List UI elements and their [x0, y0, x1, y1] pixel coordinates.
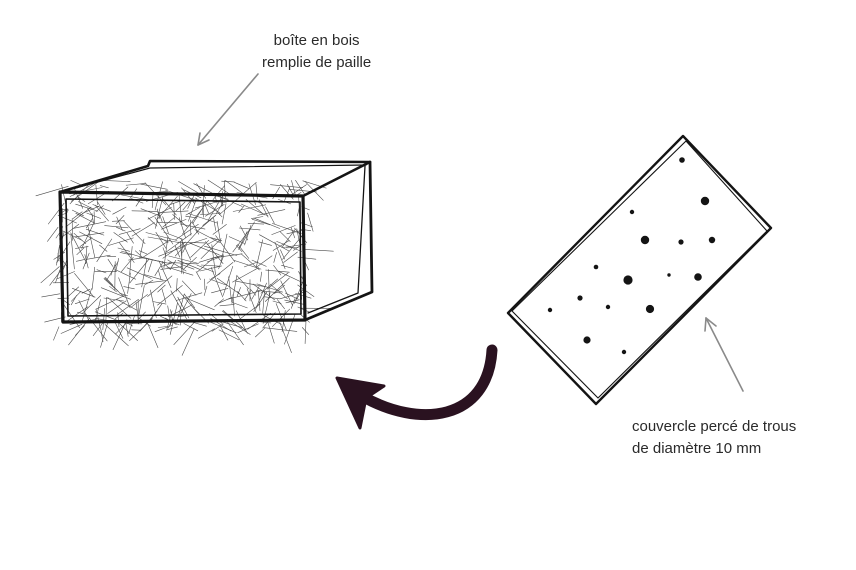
- box-side-face: [303, 160, 374, 322]
- lid-holes: [547, 157, 716, 355]
- lid-label-line2: de diamètre 10 mm: [632, 440, 762, 457]
- box-pointer-arrow: [197, 73, 259, 146]
- straw-texture: [35, 179, 334, 356]
- box-label-line1: boîte en bois: [273, 32, 360, 49]
- box-top-face: [58, 159, 372, 198]
- wooden-box: [35, 159, 374, 356]
- perforated-lid: [506, 134, 773, 406]
- box-label-line2: remplie de paille: [262, 54, 372, 71]
- curved-arrow-head: [335, 376, 386, 430]
- lid-label: couvercle percé de trous de diamètre 10 …: [632, 416, 796, 460]
- curved-arrow: [335, 344, 498, 430]
- lid-outline: [506, 134, 773, 406]
- lid-pointer-arrow: [704, 317, 744, 392]
- lid-label-line1: couvercle percé de trous: [632, 418, 797, 435]
- box-label: boîte en bois remplie de paille: [262, 30, 371, 74]
